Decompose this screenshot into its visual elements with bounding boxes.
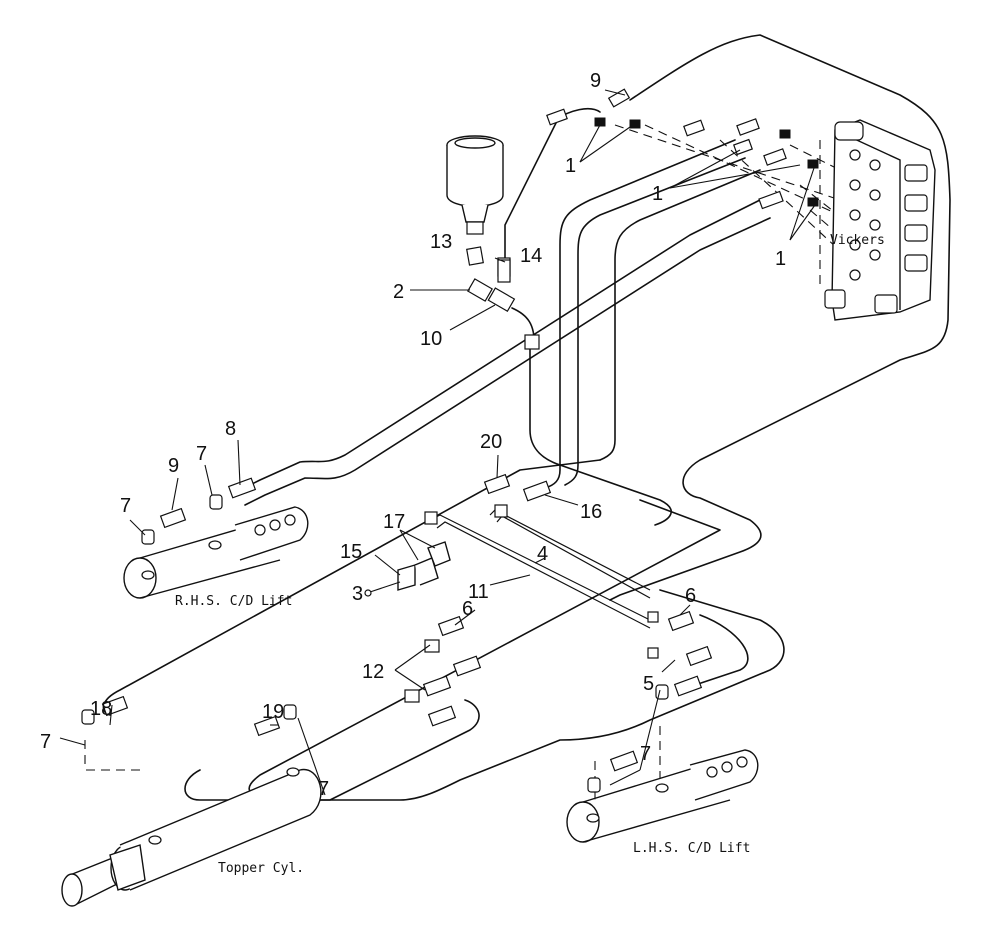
- callout-8: 8: [225, 418, 236, 440]
- callout-4: 4: [537, 543, 548, 565]
- hose-lhs-right: [679, 614, 749, 691]
- hose-to-rhs-lift-a: [239, 199, 761, 491]
- hose-filter-feed: [504, 114, 561, 271]
- hose-10-drop: [529, 344, 672, 526]
- callout-7-rhs-right: 7: [196, 443, 207, 465]
- tube-11-b: [436, 521, 651, 629]
- callout-1-left: 1: [565, 155, 576, 177]
- callout-7-topper-right: 7: [318, 778, 329, 800]
- hose-end-fittings-top: [497, 88, 819, 283]
- callout-1-right: 1: [775, 248, 786, 270]
- callout-6-left: 6: [462, 598, 473, 620]
- hose-lower-loop: [184, 589, 785, 801]
- callout-16: 16: [580, 501, 602, 523]
- callout-13: 13: [430, 231, 452, 253]
- topper-cylinder: [61, 695, 322, 907]
- callout-17: 17: [383, 511, 405, 533]
- callout-2: 2: [393, 281, 404, 303]
- hose-valve-drop-a: [544, 139, 736, 489]
- label-vickers: Vickers: [830, 233, 885, 248]
- hose-valve-drop-b: [564, 157, 746, 486]
- callout-14: 14: [520, 245, 542, 267]
- callout-leaders: [59, 89, 816, 796]
- bracket-15-17: [364, 541, 451, 597]
- callout-11: 11: [468, 581, 489, 603]
- callout-10: 10: [420, 328, 442, 350]
- callout-1-middle: 1: [652, 183, 663, 205]
- rhs-lift-cylinder: [123, 477, 309, 599]
- hose-valve-drop-c: [599, 169, 761, 461]
- callout-15: 15: [340, 541, 362, 563]
- callout-18: 18: [90, 698, 112, 720]
- callout-3: 3: [352, 583, 363, 605]
- callout-9-rhs: 9: [168, 455, 179, 477]
- callout-6-right: 6: [685, 585, 696, 607]
- callout-7-rhs-left: 7: [120, 495, 131, 517]
- filter-canister: [446, 135, 504, 235]
- hose-to-rhs-lift-b: [244, 217, 771, 506]
- hose-routing: [102, 34, 951, 801]
- callout-12: 12: [362, 661, 384, 683]
- tube-4-b: [496, 515, 651, 599]
- label-rhs-lift: R.H.S. C/D Lift: [175, 594, 292, 609]
- fittings-12-group: [404, 615, 482, 727]
- callout-19: 19: [262, 701, 284, 723]
- callout-7-topper-left: 7: [40, 731, 51, 753]
- part-labels: Vickers R.H.S. C/D Lift L.H.S. C/D Lift …: [175, 233, 885, 876]
- vickers-valve-block: [819, 119, 936, 321]
- callout-5: 5: [643, 673, 654, 695]
- lhs-lift-cylinder: [566, 675, 759, 843]
- callout-numbers: 9 1 1 1 13 14 2 10 8 7 9 7 20 16 17 15 4…: [40, 70, 786, 800]
- callout-20: 20: [480, 431, 502, 453]
- label-topper-cyl: Topper Cyl.: [218, 861, 304, 876]
- callout-7-lhs: 7: [640, 743, 651, 765]
- mid-fittings: [424, 473, 713, 667]
- hose-outer-loop: [609, 34, 951, 601]
- label-lhs-lift: L.H.S. C/D Lift: [633, 841, 750, 856]
- callout-9-top: 9: [590, 70, 601, 92]
